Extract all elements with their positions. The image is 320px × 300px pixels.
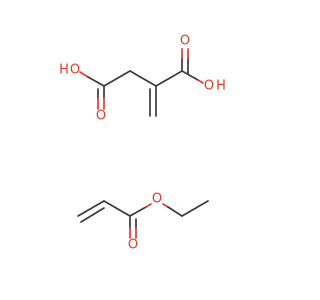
bond-c-o5 <box>129 206 147 217</box>
atom-h1: H <box>59 63 69 78</box>
molecule-itaconic-acid: O H O O O H <box>59 34 226 124</box>
bond-o5-ch2 <box>167 206 183 217</box>
atom-o5: O <box>152 192 162 207</box>
molecule-ethyl-acrylate: O O <box>77 192 209 253</box>
bond-c2-c3 <box>129 70 157 87</box>
bond-c4-o4-o-part <box>197 79 204 84</box>
bond-ch2-ch <box>77 200 105 217</box>
atom-o2: O <box>96 109 106 124</box>
bond-ch2-ch3 <box>181 200 209 217</box>
structure-drawing: O H O O O H O O <box>59 34 226 253</box>
atom-o3: O <box>180 34 190 49</box>
bond-c4-o4 <box>181 70 199 81</box>
structure-canvas: O H O O O H O O <box>59 34 226 253</box>
bond-o5-ch2-o-part <box>162 203 169 208</box>
atom-h2: H <box>216 79 226 94</box>
bond-c1-o1-c-part <box>87 76 105 87</box>
bond-c3-c4 <box>155 70 183 87</box>
bond-ch-c <box>103 200 131 217</box>
bond-ch2-ch-double <box>80 207 105 223</box>
atom-o1: O <box>70 63 80 78</box>
atom-o6: O <box>128 238 138 253</box>
atom-o4: O <box>204 79 214 94</box>
bond-c1-o1 <box>79 71 89 78</box>
bond-c-o5-o-part <box>145 203 152 208</box>
bond-c1-c2 <box>103 70 131 87</box>
